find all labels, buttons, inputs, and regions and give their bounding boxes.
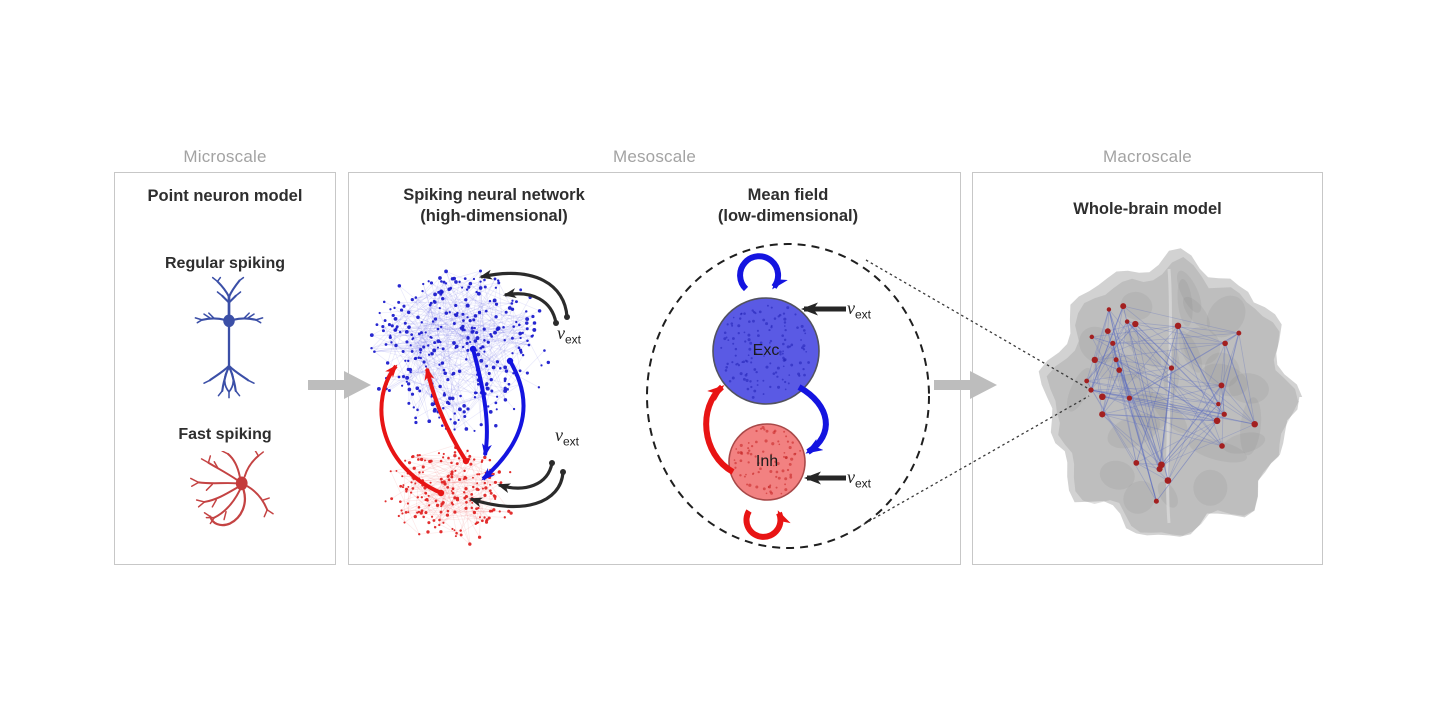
vext-label-snn-exc: vext (557, 323, 581, 346)
vext-label-mf-exc: vext (847, 298, 871, 321)
vext-subscript: ext (855, 307, 872, 322)
mesoscale-graphics (369, 243, 930, 549)
vext-subscript: ext (855, 476, 872, 491)
snn-external-input-arrows-exc (479, 269, 569, 324)
microscale-panel: Point neuron model Regular spiking (114, 172, 336, 565)
exc-label: Exc (752, 342, 780, 359)
vext-symbol: v (557, 323, 565, 343)
snn-title: Spiking neural network (high-dimensional… (349, 185, 639, 227)
flow-arrow-micro-to-meso (308, 371, 371, 399)
microscale-panel-title: Point neuron model (147, 187, 303, 205)
vext-label-snn-inh: vext (555, 425, 579, 448)
fast-spiking-neuron-icon (190, 451, 274, 527)
mean-field-title-line2: (low-dimensional) (717, 207, 859, 225)
macroscale-header: Macroscale (1103, 147, 1192, 166)
snn-title-line1: Spiking neural network (403, 186, 585, 204)
microscale-header: Microscale (183, 147, 267, 166)
vext-symbol: v (847, 467, 855, 487)
inh-to-exc-arrow (703, 384, 735, 475)
mesoscale-header: Mesoscale (612, 147, 697, 166)
mesoscale-panel: Spiking neural network (high-dimensional… (348, 172, 961, 565)
snn-external-input-arrows-inh (469, 462, 565, 509)
macroscale-panel: Whole-brain model (972, 172, 1323, 565)
mean-field-title: Mean field (low-dimensional) (643, 185, 933, 227)
vext-symbol: v (555, 425, 563, 445)
regular-spiking-neuron-icon (194, 276, 264, 399)
vext-symbol: v (847, 298, 855, 318)
vext-subscript: ext (563, 434, 580, 449)
spiking-network-clusters (369, 269, 551, 546)
exc-self-loop-arrow (737, 253, 788, 292)
whole-brain-title: Whole-brain model (1073, 200, 1222, 218)
exc-to-inh-arrow (797, 384, 829, 455)
vext-subscript: ext (565, 332, 582, 347)
fast-spiking-label: Fast spiking (178, 426, 272, 443)
mean-field-title-line1: Mean field (747, 186, 829, 204)
snn-inhibitory-arrows (379, 364, 468, 495)
vext-label-mf-inh: vext (847, 467, 871, 490)
inh-self-loop-arrow (743, 509, 791, 540)
inh-label: Inh (755, 453, 779, 470)
whole-brain-network-graphic (1038, 248, 1303, 537)
regular-spiking-label: Regular spiking (164, 255, 286, 272)
snn-excitatory-arrows (471, 348, 526, 481)
snn-title-line2: (high-dimensional) (420, 207, 568, 225)
flow-arrow-meso-to-macro (934, 371, 997, 399)
